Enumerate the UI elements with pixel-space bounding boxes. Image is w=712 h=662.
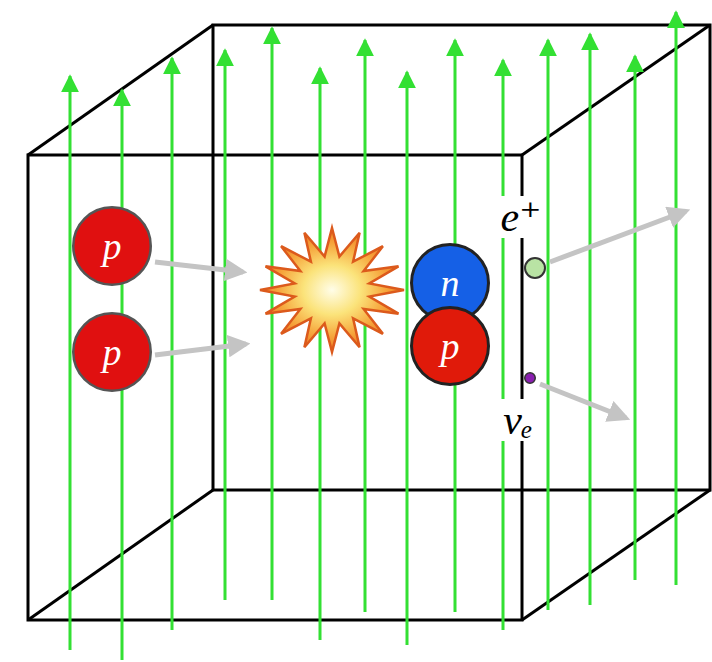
motion-arrow (155, 211, 686, 418)
particle-symbol: n (441, 264, 460, 302)
particle-symbol: p (103, 333, 122, 371)
collision-burst (260, 228, 404, 352)
neutrino-dot-shape (524, 372, 536, 384)
proton-circle: p (72, 206, 152, 286)
neutrino-dot-outline (525, 373, 536, 384)
particle-label: e⁺ (499, 196, 544, 238)
proton-circle: p (410, 306, 490, 386)
neutrino-dot: νₑ (524, 372, 536, 384)
positron-dot: e⁺ (524, 257, 546, 279)
proton-circle-outline (73, 207, 151, 285)
proton-circle: p (72, 312, 152, 392)
proton-circle-outline (412, 308, 489, 385)
particle-symbol: p (103, 227, 122, 265)
positron-dot-shape (524, 257, 546, 279)
positron-dot-outline (525, 258, 545, 278)
particle-symbol: p (441, 327, 460, 365)
field-line (70, 12, 676, 660)
cube-frame (28, 25, 710, 620)
particle-label: νₑ (501, 399, 535, 441)
proton-circle-outline (73, 313, 151, 391)
